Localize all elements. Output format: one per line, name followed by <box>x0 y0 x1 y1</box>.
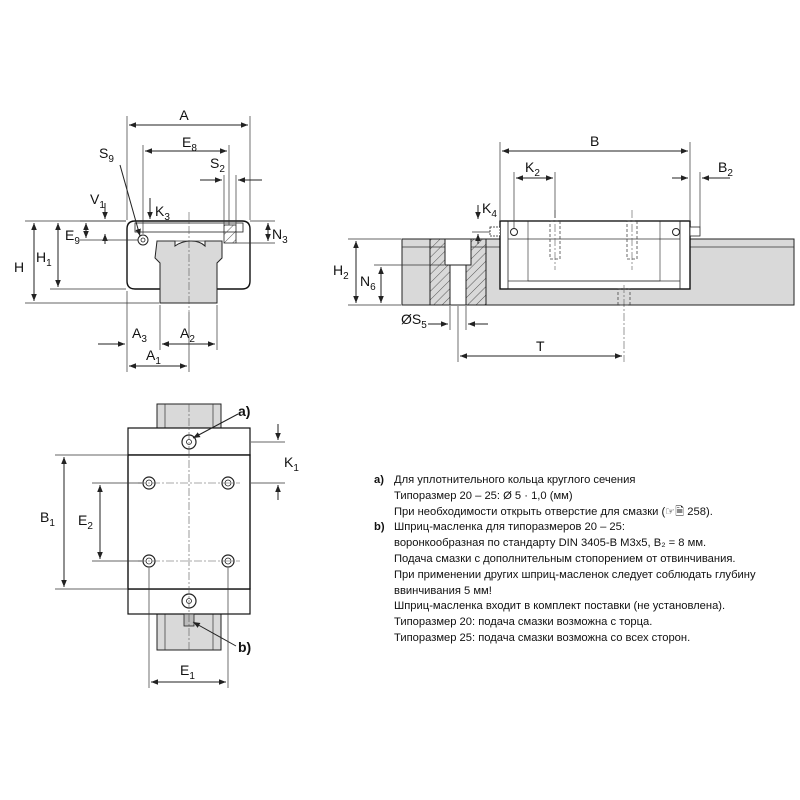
note-b-line: Подача смазки с дополнительным стопорени… <box>394 552 736 565</box>
dim-B2: B2 <box>718 159 733 179</box>
dim-A2: A2 <box>180 325 195 345</box>
dim-H: H <box>14 259 24 275</box>
dim-N3: N3 <box>272 226 288 246</box>
front-rail <box>154 240 223 304</box>
thread-hole-s2 <box>223 224 237 244</box>
note-b-line: ввинчивания 5 мм! <box>394 584 492 597</box>
note-a-line: Для уплотнительного кольца круглого сече… <box>394 474 636 486</box>
note-b-line: Шприц-масленка для типоразмеров 20 – 25: <box>394 521 625 534</box>
dim-S2: S2 <box>210 155 225 175</box>
dim-H2: H2 <box>333 262 349 282</box>
dim-A3: A3 <box>132 325 147 345</box>
dim-E2: E2 <box>78 512 93 532</box>
dim-K1: K1 <box>284 454 299 474</box>
side-carriage-body <box>499 220 691 290</box>
dim-T: T <box>536 338 545 354</box>
label-b: b) <box>238 639 251 655</box>
dim-K4: K4 <box>482 200 497 220</box>
dim-E1: E1 <box>180 662 195 682</box>
front-view: A E8 S9 S2 V1 K3 E9 N3 H <box>14 107 288 372</box>
dim-N6: N6 <box>360 273 376 293</box>
note-a-line: Типоразмер 20 – 25: Ø 5 · 1,0 (мм) <box>394 489 573 502</box>
note-b-line: Типоразмер 25: подача смазки возможна со… <box>394 631 691 644</box>
dim-A1: A1 <box>146 347 161 367</box>
dim-B1: B1 <box>40 509 55 529</box>
dim-K3: K3 <box>155 203 170 223</box>
label-a: a) <box>238 403 250 419</box>
note-a: a) Для уплотнительного кольца круглого с… <box>374 473 794 489</box>
note-b: b) Шприц-масленка для типоразмеров 20 – … <box>374 520 794 536</box>
dim-H1: H1 <box>36 249 52 269</box>
note-b-key: b) <box>374 521 385 534</box>
note-b-line: Типоразмер 20: подача смазки возможна с … <box>394 616 653 629</box>
note-a-line: При необходимости открыть отверстие для … <box>394 505 713 518</box>
dim-V1: V1 <box>90 191 105 211</box>
dim-E8: E8 <box>182 134 197 154</box>
dim-A: A <box>179 107 189 123</box>
note-b-line: Шприц-масленка входит в комплект поставк… <box>394 600 726 613</box>
note-b-line: воронкообразная по стандарту DIN 3405-B … <box>394 537 707 550</box>
note-a-key: a) <box>374 474 384 486</box>
dim-K2: K2 <box>525 159 540 179</box>
dim-E9: E9 <box>65 227 80 247</box>
top-view: a) b) K1 B1 E2 E1 <box>40 403 299 688</box>
notes-block: a) Для уплотнительного кольца круглого с… <box>374 473 794 647</box>
dim-B: B <box>590 133 599 149</box>
dim-S5: ØS5 <box>401 311 427 331</box>
side-view: B K2 B2 K4 H2 N6 ØS5 T <box>333 133 795 362</box>
note-b-line: При применении других шприц-масленок сле… <box>394 568 756 581</box>
dim-S9: S9 <box>99 145 114 165</box>
grease-nipple <box>689 226 701 237</box>
